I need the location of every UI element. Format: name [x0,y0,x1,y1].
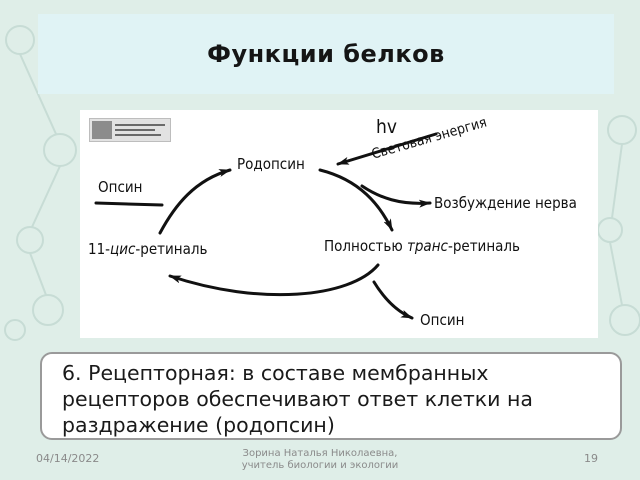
label-11-cis-retinal: 11-цис-ретиналь [88,240,208,258]
label-opsin-bottom: Опсин [420,311,465,329]
slide-number: 19 [584,452,598,465]
arrow-cis-to-rhodopsin [158,168,232,235]
rhodopsin-cycle-diagram: Опсин Родопсин hv Световая энергия Возбу… [80,110,598,338]
arrow-rhodopsin-to-trans [318,168,394,232]
arrow-to-nerve-excitation [360,184,432,208]
label-hv: hv [376,116,397,138]
arrow-trans-to-cis [168,263,380,297]
arrow-opsin-to-cycle [94,201,164,207]
label-opsin-left: Опсин [98,178,143,196]
title-band: Функции белков [38,14,614,94]
footer-date: 04/14/2022 [36,452,100,465]
cycle-arrows [94,132,438,320]
label-rhodopsin: Родопсин [237,155,305,173]
content-text-box: 6. Рецепторная: в составе мембранных рец… [40,352,622,440]
label-all-trans-retinal: Полностью транс-ретиналь [324,237,521,255]
footer-author-name: Зорина Наталья Николаевна, [242,448,398,459]
footer-author-role: учитель биологии и экологии [241,460,399,471]
label-nerve-excitation: Возбуждение нерва [434,194,577,212]
logo-mark-icon [92,121,112,139]
slide-title: Функции белков [207,40,445,68]
arrow-light-energy [336,132,438,166]
footer-author: Зорина Наталья Николаевна, учитель биоло… [200,448,440,472]
encyclopedia-logo [89,118,171,142]
arrow-to-opsin-bottom [372,280,414,320]
receptor-function-text: 6. Рецепторная: в составе мембранных рец… [62,361,533,437]
